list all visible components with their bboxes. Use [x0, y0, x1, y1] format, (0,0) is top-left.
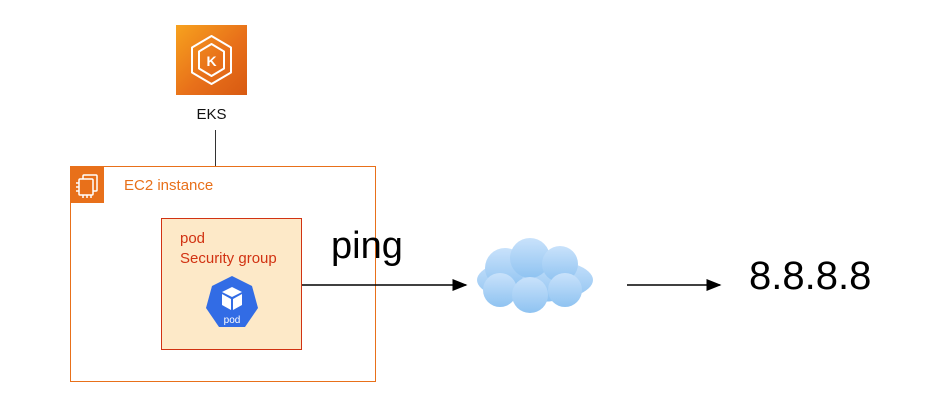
- eks-connector-line: [215, 130, 216, 167]
- kubernetes-pod-icon: pod: [206, 276, 258, 327]
- eks-icon: K: [176, 25, 247, 95]
- ec2-instance-label: EC2 instance: [124, 177, 214, 194]
- target-ip-label: 8.8.8.8: [749, 254, 872, 298]
- pod-icon-label: pod: [224, 315, 241, 326]
- ec2-instance-frame: [70, 166, 376, 382]
- security-group-label: Security group: [180, 250, 277, 267]
- ec2-icon: [71, 167, 104, 203]
- cloud-icon: [477, 238, 593, 313]
- ping-label: ping: [331, 225, 403, 267]
- eks-label: EKS: [196, 106, 227, 123]
- svg-text:K: K: [206, 53, 216, 69]
- pod-title: pod: [180, 230, 206, 247]
